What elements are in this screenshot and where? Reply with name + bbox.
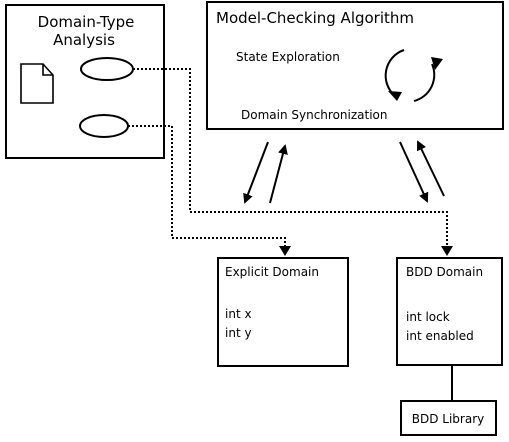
bdd-domain-title: BDD Domain [406,265,483,279]
annotation-ellipse-bottom [79,114,129,138]
bdd-domain-var: int enabled [406,329,474,343]
model-checking-box: Model-Checking Algorithm State Explorati… [206,1,504,130]
cycle-arrows-icon [384,49,443,102]
arrow-to-explicit-domain [243,141,269,204]
bdd-domain-box: BDD Domain int lock int enabled [396,257,503,366]
explicit-domain-box: Explicit Domain int x int y [217,257,349,367]
dotted-connector-to-bdd-domain [133,68,448,248]
domain-type-analysis-box: Domain-Type Analysis [5,4,165,159]
explicit-domain-title: Explicit Domain [225,265,319,279]
arrow-from-bdd-domain [416,140,445,197]
domain-type-analysis-title-line2: Analysis [53,31,115,49]
dotted-arrowhead-bdd [441,246,453,256]
domain-synchronization-label: Domain Synchronization [241,108,388,122]
dotted-arrowhead-explicit [279,246,291,256]
bdd-library-box: BDD Library [400,400,497,436]
explicit-domain-var: int y [225,326,252,340]
bdd-library-title: BDD Library [412,412,485,426]
arrow-from-explicit-domain [269,144,288,204]
model-checking-title: Model-Checking Algorithm [216,9,414,27]
arrow-to-bdd-domain [399,141,429,203]
annotation-ellipse-top [80,57,134,81]
bdd-domain-var: int lock [406,310,450,324]
explicit-domain-var: int x [225,307,252,321]
document-icon [20,63,54,104]
domain-type-analysis-title-line1: Domain-Type [38,13,135,31]
dotted-connector-to-explicit-domain [128,125,286,248]
state-exploration-label: State Exploration [236,50,340,64]
